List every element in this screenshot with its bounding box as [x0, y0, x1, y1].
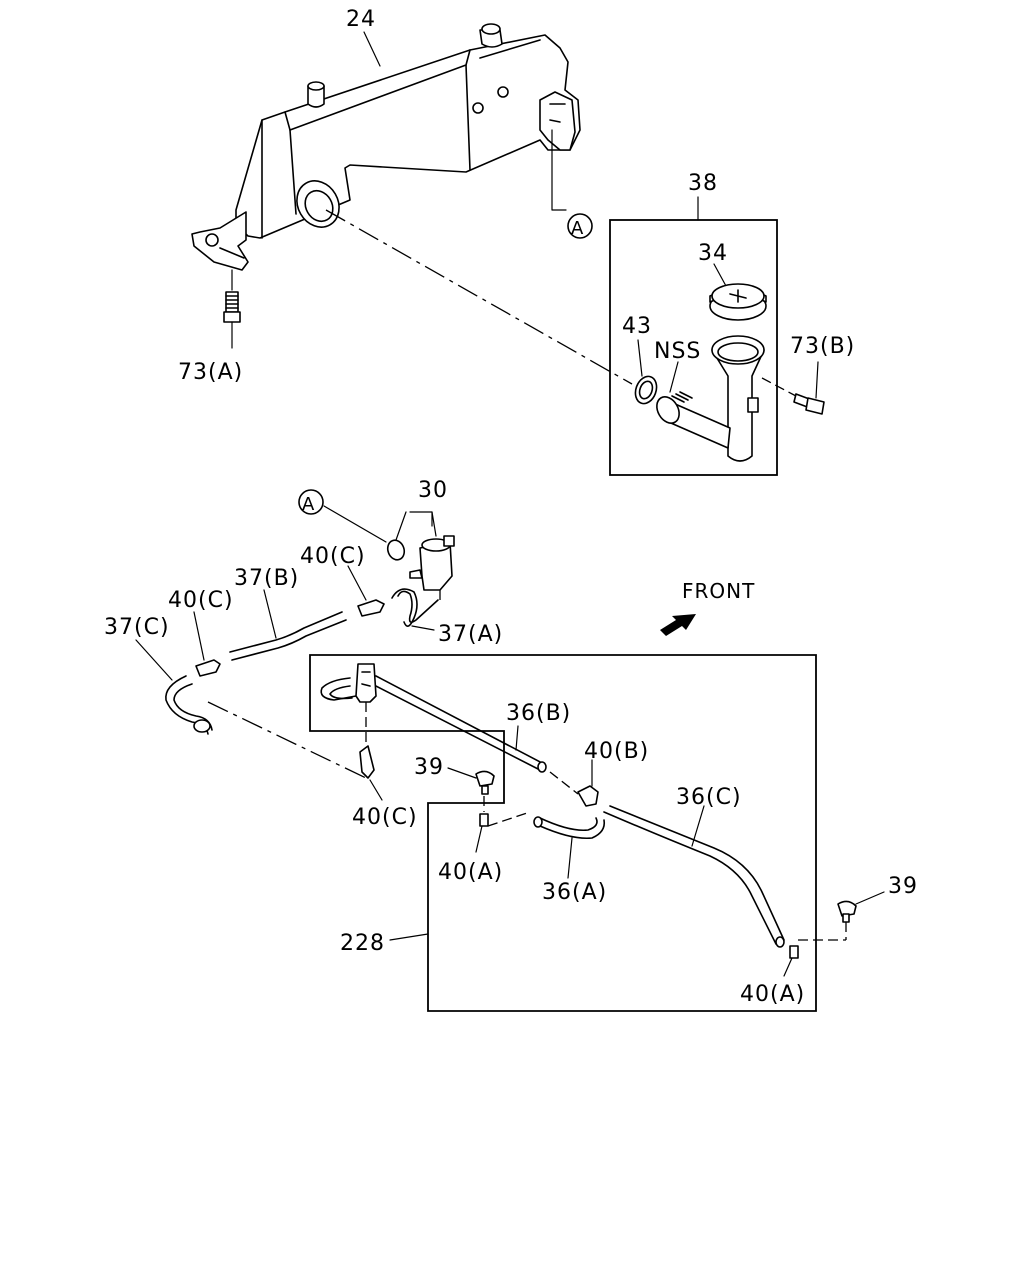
- label-38: 38: [688, 171, 718, 196]
- label-40b: 40(B): [584, 739, 649, 764]
- label-73a: 73(A): [178, 360, 243, 385]
- washer-pump-30-drawing: [386, 535, 455, 591]
- front-label: FRONT: [682, 579, 755, 603]
- filler-cap-34-drawing: [709, 263, 767, 321]
- label-39-right: 39: [888, 874, 918, 899]
- label-36c: 36(C): [676, 785, 742, 810]
- callout-a-top: A: [571, 218, 584, 239]
- label-40a-right: 40(A): [740, 982, 805, 1007]
- label-43: 43: [622, 314, 652, 339]
- label-37b: 37(B): [234, 566, 299, 591]
- label-36a: 36(A): [542, 880, 607, 905]
- label-39-mid: 39: [414, 755, 444, 780]
- label-nss: NSS: [654, 339, 701, 364]
- bolt-73a-drawing: [223, 269, 241, 349]
- label-40c-bottom: 40(C): [352, 805, 418, 830]
- label-24: 24: [346, 7, 376, 32]
- hose-36c-drawing: [603, 805, 785, 948]
- label-228: 228: [340, 931, 385, 956]
- label-30: 30: [418, 478, 448, 503]
- label-37a: 37(A): [438, 622, 503, 647]
- bolt-73b-drawing: [761, 361, 825, 415]
- washer-tank-drawing: [191, 23, 581, 271]
- callout-a-mid: A: [302, 494, 315, 515]
- label-36b: 36(B): [506, 701, 571, 726]
- label-37c: 37(C): [104, 615, 170, 640]
- label-40a-mid: 40(A): [438, 860, 503, 885]
- hose-36a-drawing: [533, 816, 606, 840]
- front-arrow-icon: [660, 614, 696, 636]
- nozzle-39-right-drawing: [837, 891, 885, 923]
- label-40c-left: 40(C): [168, 588, 234, 613]
- nozzle-39-mid-drawing: [447, 767, 495, 795]
- label-34: 34: [698, 241, 728, 266]
- label-73b: 73(B): [790, 334, 855, 359]
- label-40c-top: 40(C): [300, 544, 366, 569]
- filler-pipe-drawing: [656, 335, 765, 462]
